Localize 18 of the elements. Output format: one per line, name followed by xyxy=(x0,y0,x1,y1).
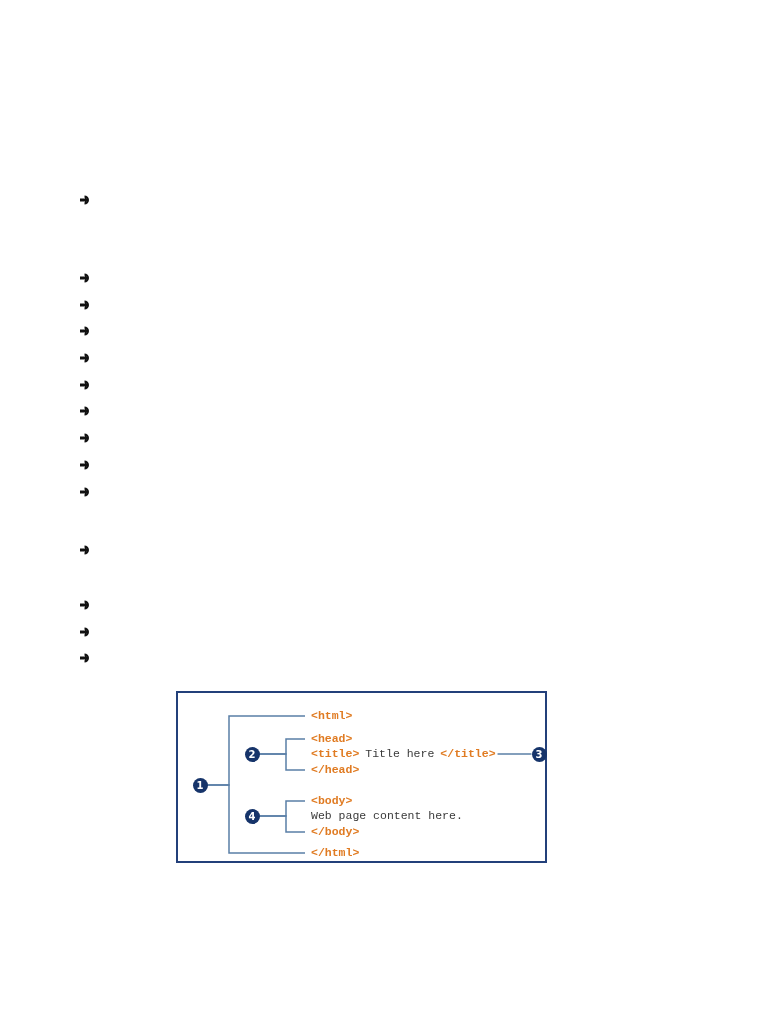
code-text: Title here xyxy=(365,747,435,761)
html-tag: </title> xyxy=(440,747,496,761)
leader-line xyxy=(206,784,306,854)
html-tag: <title> xyxy=(311,747,360,761)
html-tag: </html> xyxy=(311,846,360,860)
callout-number: 2 xyxy=(244,746,260,762)
leader-line xyxy=(496,753,533,755)
leader-line xyxy=(258,753,306,771)
callout-number: 3 xyxy=(531,746,547,762)
html-tag: </body> xyxy=(311,825,360,839)
code-text: Web page content here. xyxy=(311,809,463,823)
callout-number: 4 xyxy=(244,808,260,824)
callout-number: 1 xyxy=(192,777,208,793)
html-tag: <body> xyxy=(311,794,353,808)
html-tag: <html> xyxy=(311,709,353,723)
leader-line xyxy=(258,815,306,833)
html-tag: <head> xyxy=(311,732,353,746)
html-tag: </head> xyxy=(311,763,360,777)
